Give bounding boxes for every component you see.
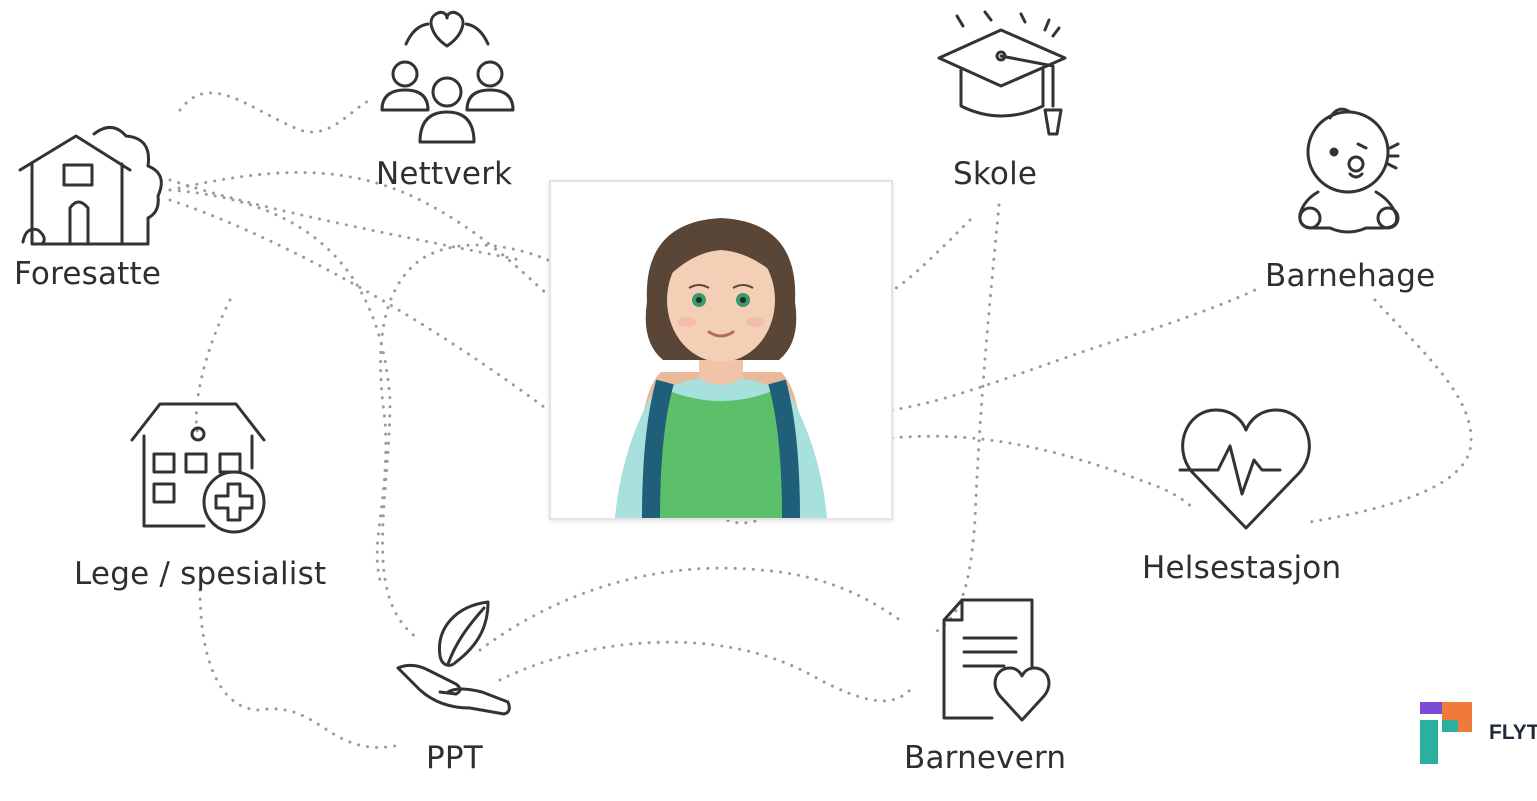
connection-line bbox=[194, 298, 232, 442]
connection-line bbox=[890, 288, 1257, 412]
connection-line bbox=[891, 218, 972, 292]
node-label-helsestasjon: Helsestasjon bbox=[1142, 550, 1342, 586]
node-label-lege-spesialist: Lege / spesialist bbox=[74, 556, 327, 592]
connection-line bbox=[198, 588, 402, 749]
connection-line bbox=[890, 434, 1197, 512]
child-illustration bbox=[551, 182, 891, 518]
connection-line bbox=[168, 171, 550, 297]
child-portrait bbox=[549, 180, 893, 520]
node-label-barnehage: Barnehage bbox=[1265, 258, 1436, 294]
node-label-ppt: PPT bbox=[426, 740, 483, 776]
connection-line bbox=[178, 91, 372, 134]
connection-line bbox=[168, 188, 422, 642]
node-label-barnevern: Barnevern bbox=[904, 740, 1067, 776]
node-label-skole: Skole bbox=[953, 156, 1038, 192]
baby-icon bbox=[1298, 107, 1400, 234]
connection-line bbox=[375, 243, 550, 582]
node-label-foresatte: Foresatte bbox=[14, 256, 162, 292]
graduation-cap-icon bbox=[937, 10, 1067, 136]
connection-line bbox=[498, 640, 912, 703]
heart-pulse-icon bbox=[1178, 408, 1311, 530]
hand-leaf-icon bbox=[396, 600, 511, 716]
connection-line bbox=[928, 203, 1001, 637]
network-people-icon bbox=[380, 10, 515, 144]
document-heart-icon bbox=[942, 598, 1051, 722]
logo-text: FLYT bbox=[1489, 721, 1537, 744]
connection-line bbox=[478, 566, 902, 652]
logo-mark bbox=[1420, 702, 1472, 764]
node-label-nettverk: Nettverk bbox=[376, 156, 513, 192]
hospital-icon bbox=[130, 402, 266, 534]
dotted-connections bbox=[168, 91, 1473, 749]
connection-line bbox=[168, 198, 550, 412]
house-icon bbox=[18, 126, 163, 246]
connection-line bbox=[1308, 298, 1473, 524]
connection-line bbox=[168, 178, 522, 262]
